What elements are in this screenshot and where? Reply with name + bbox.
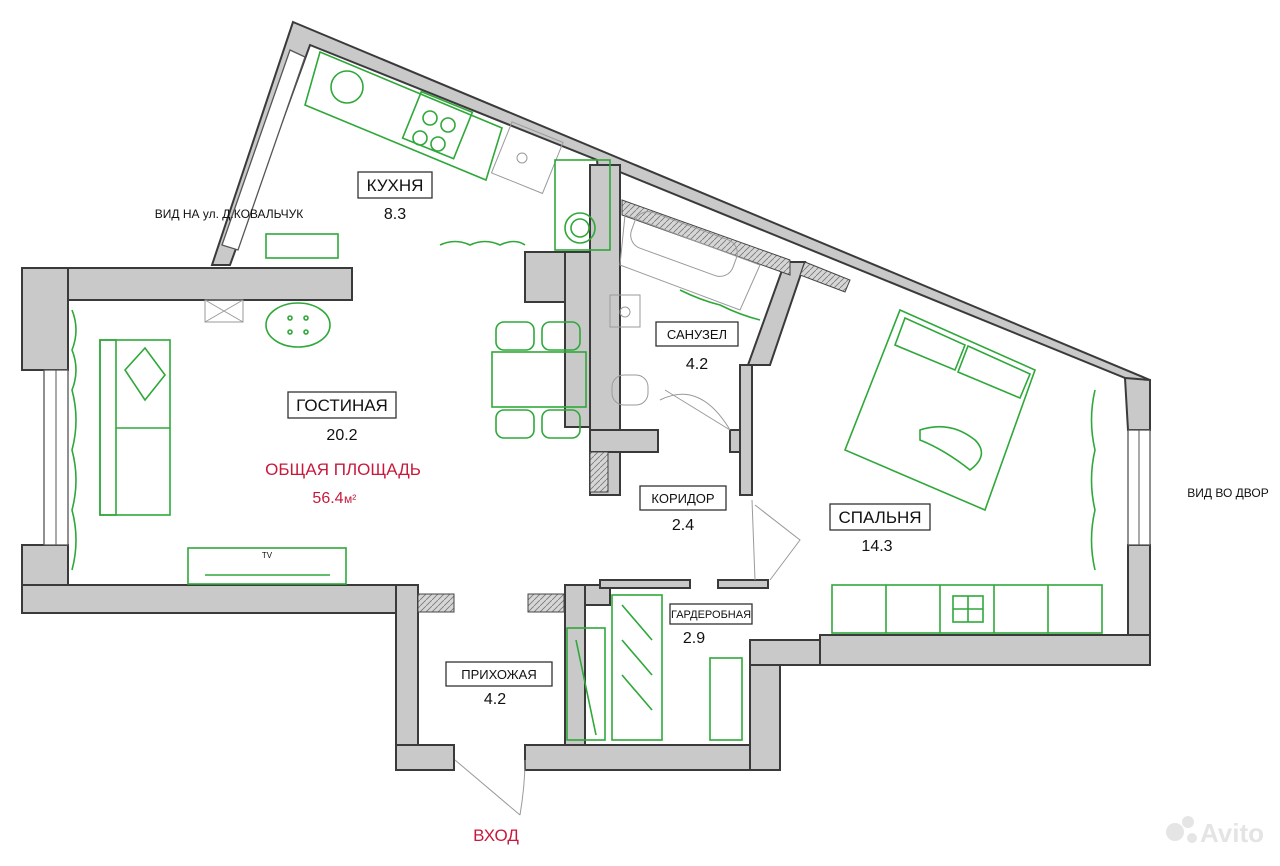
- corridor-name: КОРИДОР: [651, 491, 714, 506]
- bedroom-name: СПАЛЬНЯ: [838, 508, 921, 527]
- street-view-label: ВИД НА ул. Д.КОВАЛЬЧУК: [155, 207, 303, 221]
- bedroom-area: 14.3: [861, 538, 892, 555]
- kitchen-name: КУХНЯ: [367, 176, 424, 195]
- entrance-label: ВХОД: [473, 826, 519, 845]
- total-area-value: 56.4: [312, 490, 343, 507]
- total-area-unit: м²: [344, 492, 356, 506]
- wardrobe-name: ГАРДЕРОБНАЯ: [671, 609, 751, 621]
- bathroom-name: САНУЗЕЛ: [667, 327, 727, 342]
- living-furniture: [71, 299, 587, 585]
- doors: [454, 389, 801, 816]
- exterior-walls: [21, 20, 1151, 771]
- kitchen-furniture: [265, 50, 611, 259]
- total-area-label: ОБЩАЯ ПЛОЩАДЬ: [265, 460, 421, 479]
- hall-name: ПРИХОЖАЯ: [461, 667, 537, 682]
- labels: ВИД НА ул. Д.КОВАЛЬЧУК ВИД ВО ДВОР КУХНЯ…: [155, 171, 1269, 845]
- corridor-area: 2.4: [672, 517, 694, 534]
- hall-area: 4.2: [484, 691, 506, 708]
- windows: [43, 49, 1151, 546]
- avito-logo-text: Avito: [1200, 818, 1264, 848]
- tv-label: TV: [262, 551, 273, 560]
- avito-watermark: Avito: [1166, 816, 1264, 848]
- wardrobe-furniture: [566, 594, 743, 741]
- bathroom-area: 4.2: [686, 356, 708, 373]
- bedroom-furniture: [831, 308, 1103, 634]
- bathroom-furniture: [609, 211, 761, 431]
- yard-view-label: ВИД ВО ДВОР: [1187, 486, 1268, 500]
- living-area: 20.2: [326, 427, 357, 444]
- living-name: ГОСТИНАЯ: [296, 396, 388, 415]
- kitchen-area: 8.3: [384, 206, 406, 223]
- wardrobe-area: 2.9: [683, 630, 705, 647]
